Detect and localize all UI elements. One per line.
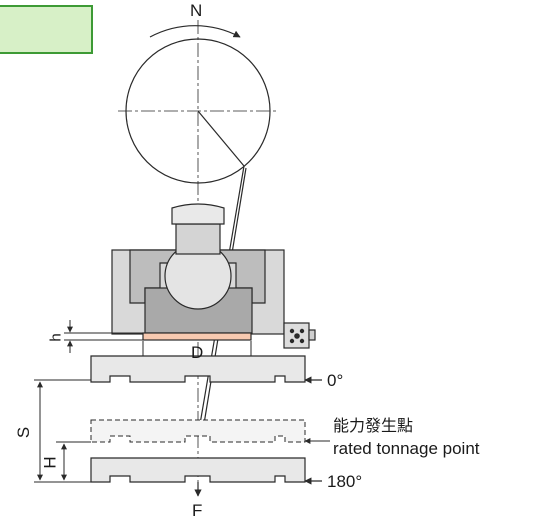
- bolster-rated-point: [90, 419, 330, 444]
- ram-assembly: [111, 203, 316, 349]
- bolster-180deg: [90, 457, 322, 485]
- label-rated-cn: 能力發生點: [333, 416, 414, 435]
- label-0deg: 0°: [327, 371, 344, 390]
- label-180deg: 180°: [327, 472, 363, 491]
- s-dimension: [34, 379, 91, 483]
- label-n: N: [190, 1, 203, 20]
- label-rated-en: rated tonnage point: [333, 439, 480, 458]
- h-small-dimension: [64, 320, 143, 353]
- legend-box: [0, 5, 93, 54]
- bolster-0deg: [90, 355, 322, 384]
- label-h-big: H: [40, 456, 60, 469]
- label-d: D: [191, 343, 204, 362]
- label-f: F: [192, 501, 203, 520]
- h-big-dimension: [56, 441, 91, 481]
- label-h-small: h: [47, 333, 65, 342]
- label-s: S: [14, 426, 34, 439]
